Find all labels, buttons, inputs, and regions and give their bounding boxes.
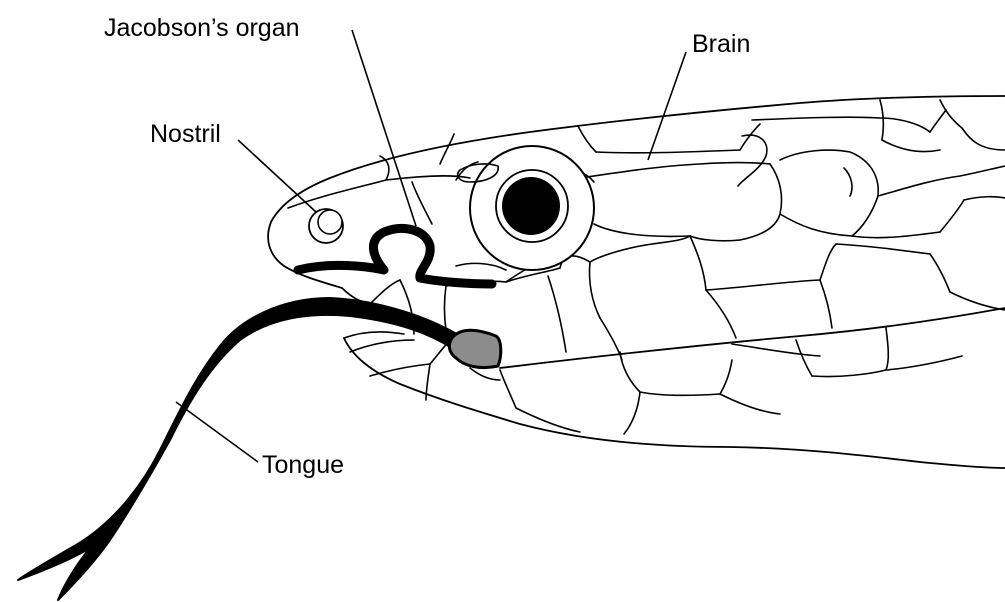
brain-leader — [648, 52, 686, 160]
brain-label: Brain — [692, 30, 750, 58]
jacobsons-organ-label: Jacobson’s organ — [104, 14, 300, 42]
jacobsons-organ-leader — [352, 30, 416, 226]
eye — [458, 146, 594, 270]
tongue-tip-sheath — [449, 330, 500, 367]
tongue — [18, 298, 501, 600]
nostril-label: Nostril — [150, 120, 221, 148]
nostril-leader — [238, 140, 316, 212]
tongue-leader — [176, 402, 258, 462]
tongue-label: Tongue — [262, 451, 344, 479]
nostril — [309, 209, 343, 243]
snake-head-outline — [268, 96, 1005, 468]
head-scales — [288, 100, 1005, 434]
